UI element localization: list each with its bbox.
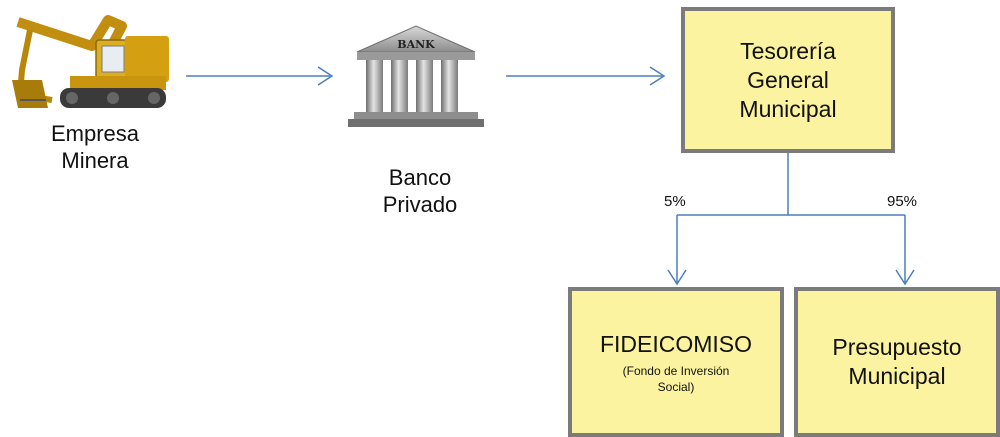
- excavator-icon: [12, 15, 169, 108]
- bank-sign: BANK: [397, 38, 435, 51]
- bank-label-line1: Banco: [388, 165, 452, 190]
- treasury-line2: General: [747, 66, 829, 93]
- mining-company-label: Empresa Minera: [20, 120, 170, 174]
- arrow-head: [667, 269, 687, 286]
- split-percent-left: 5%: [664, 193, 686, 210]
- private-bank-label: Banco Privado: [355, 164, 485, 218]
- trust-fund-subtitle-line2: Social): [657, 379, 695, 394]
- budget-line2: Municipal: [848, 363, 946, 389]
- arrow-head: [317, 66, 334, 86]
- connectors: [186, 66, 915, 286]
- mining-label-line2: Minera: [61, 148, 129, 173]
- bank-label-line2: Privado: [382, 192, 458, 217]
- treasury-box: Tesorería General Municipal: [681, 7, 895, 153]
- treasury-line3: Municipal: [739, 95, 837, 122]
- arrow-head: [895, 269, 915, 286]
- trust-fund-title: FIDEICOMISO: [599, 330, 753, 357]
- bank-icon: BANK: [348, 25, 484, 127]
- mining-label-line1: Empresa: [50, 121, 140, 146]
- treasury-line1: Tesorería: [740, 37, 836, 64]
- trust-fund-subtitle: (Fondo de Inversión Social): [623, 363, 730, 395]
- split-percent-right: 95%: [887, 193, 918, 210]
- municipal-budget-box: Presupuesto Municipal: [794, 287, 1000, 437]
- arrow-head: [649, 66, 666, 86]
- trust-fund-subtitle-line1: (Fondo de Inversión: [622, 363, 730, 378]
- budget-line1: Presupuesto: [832, 334, 962, 360]
- trust-fund-box: FIDEICOMISO (Fondo de Inversión Social): [568, 287, 784, 437]
